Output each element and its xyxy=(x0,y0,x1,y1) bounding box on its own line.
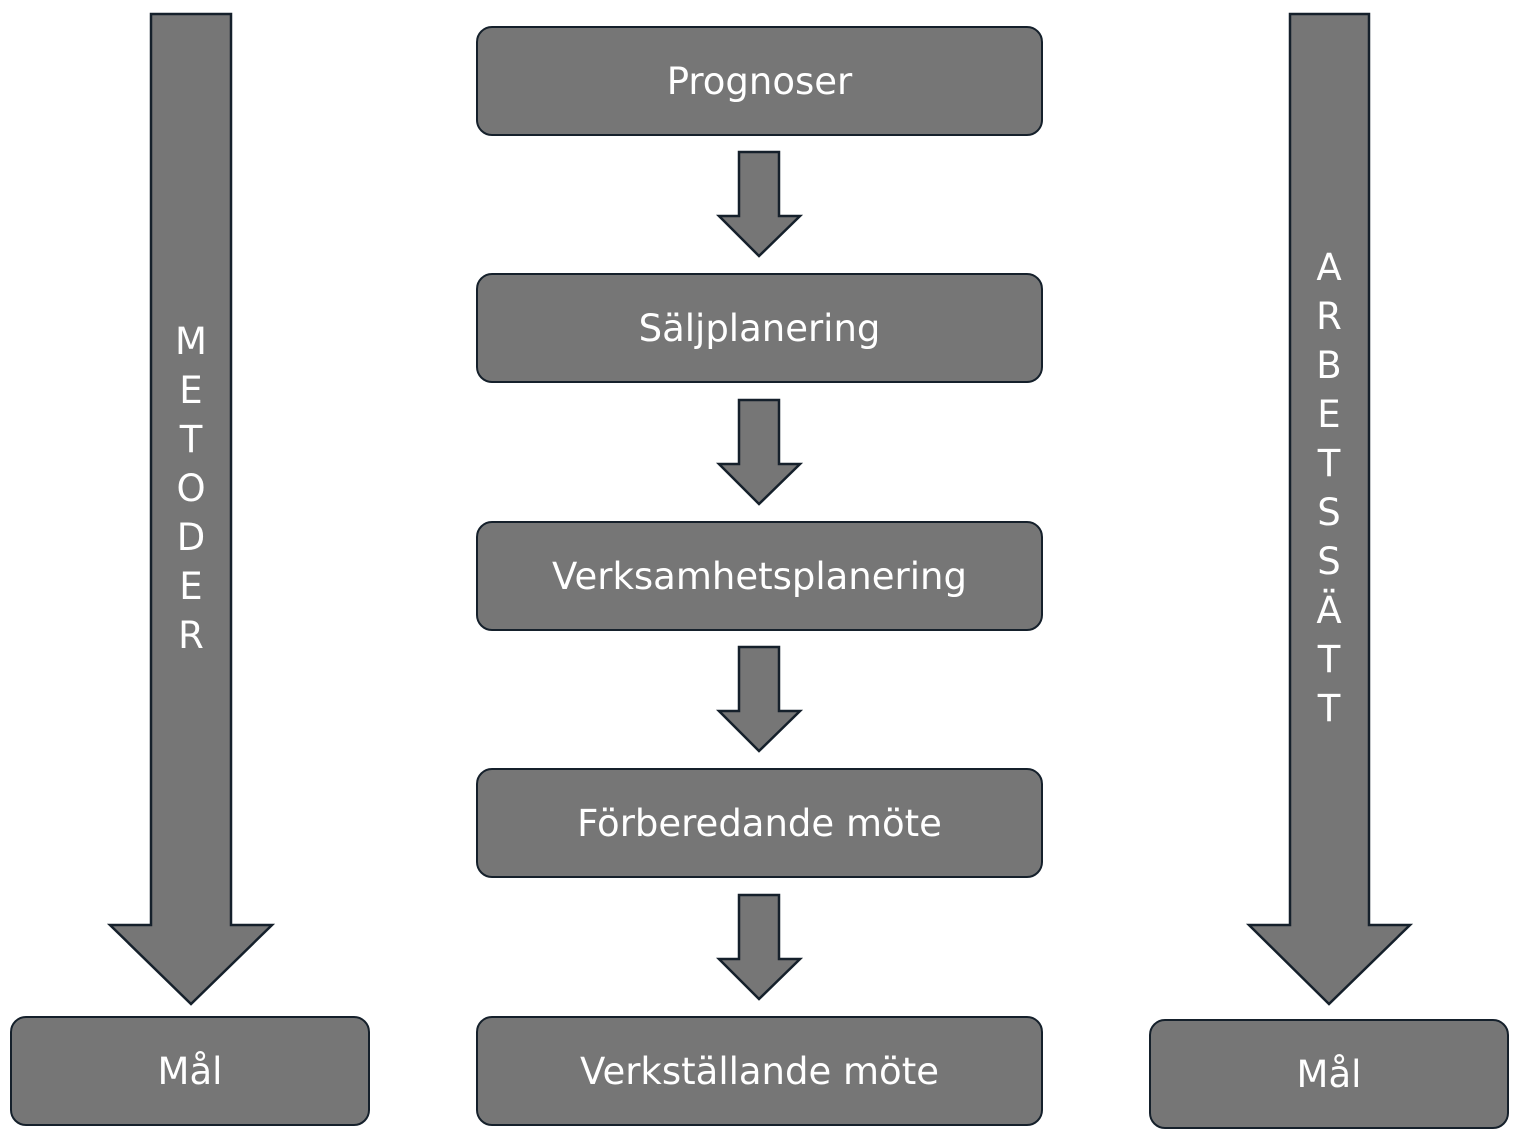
vertical-letter: Ä xyxy=(1316,589,1342,632)
vertical-letter: T xyxy=(1317,442,1341,485)
vertical-letter: A xyxy=(1316,246,1342,289)
step-verksamhetsplanering: Verksamhetsplanering xyxy=(476,521,1043,631)
vertical-letter: M xyxy=(175,320,207,363)
metoder-arrow xyxy=(106,12,276,1006)
step-verkstallande-mote: Verkställande möte xyxy=(476,1016,1043,1126)
vertical-letter: T xyxy=(1317,638,1341,681)
vertical-letter: T xyxy=(179,418,203,461)
vertical-letter: B xyxy=(1316,344,1342,387)
vertical-letter: O xyxy=(176,467,206,510)
right-goal-box: Mål xyxy=(1149,1019,1509,1129)
vertical-letter: R xyxy=(178,614,204,657)
vertical-letter: S xyxy=(1317,540,1341,583)
vertical-letter: E xyxy=(179,369,203,412)
left-goal-box: Mål xyxy=(10,1016,370,1126)
step-forberedande-mote: Förberedande möte xyxy=(476,768,1043,878)
step-prognoser: Prognoser xyxy=(476,26,1043,136)
vertical-letter: R xyxy=(1316,295,1342,338)
flow-arrow-1 xyxy=(715,150,804,258)
vertical-letter: E xyxy=(1317,393,1341,436)
flow-arrow-2 xyxy=(715,398,804,506)
flow-arrow-3 xyxy=(715,645,804,753)
arbetssatt-arrow xyxy=(1245,12,1414,1006)
vertical-letter: E xyxy=(179,565,203,608)
vertical-letter: T xyxy=(1317,687,1341,730)
vertical-letter: D xyxy=(176,516,206,559)
step-saljplanering: Säljplanering xyxy=(476,273,1043,383)
flow-arrow-4 xyxy=(715,893,804,1001)
vertical-letter: S xyxy=(1317,491,1341,534)
